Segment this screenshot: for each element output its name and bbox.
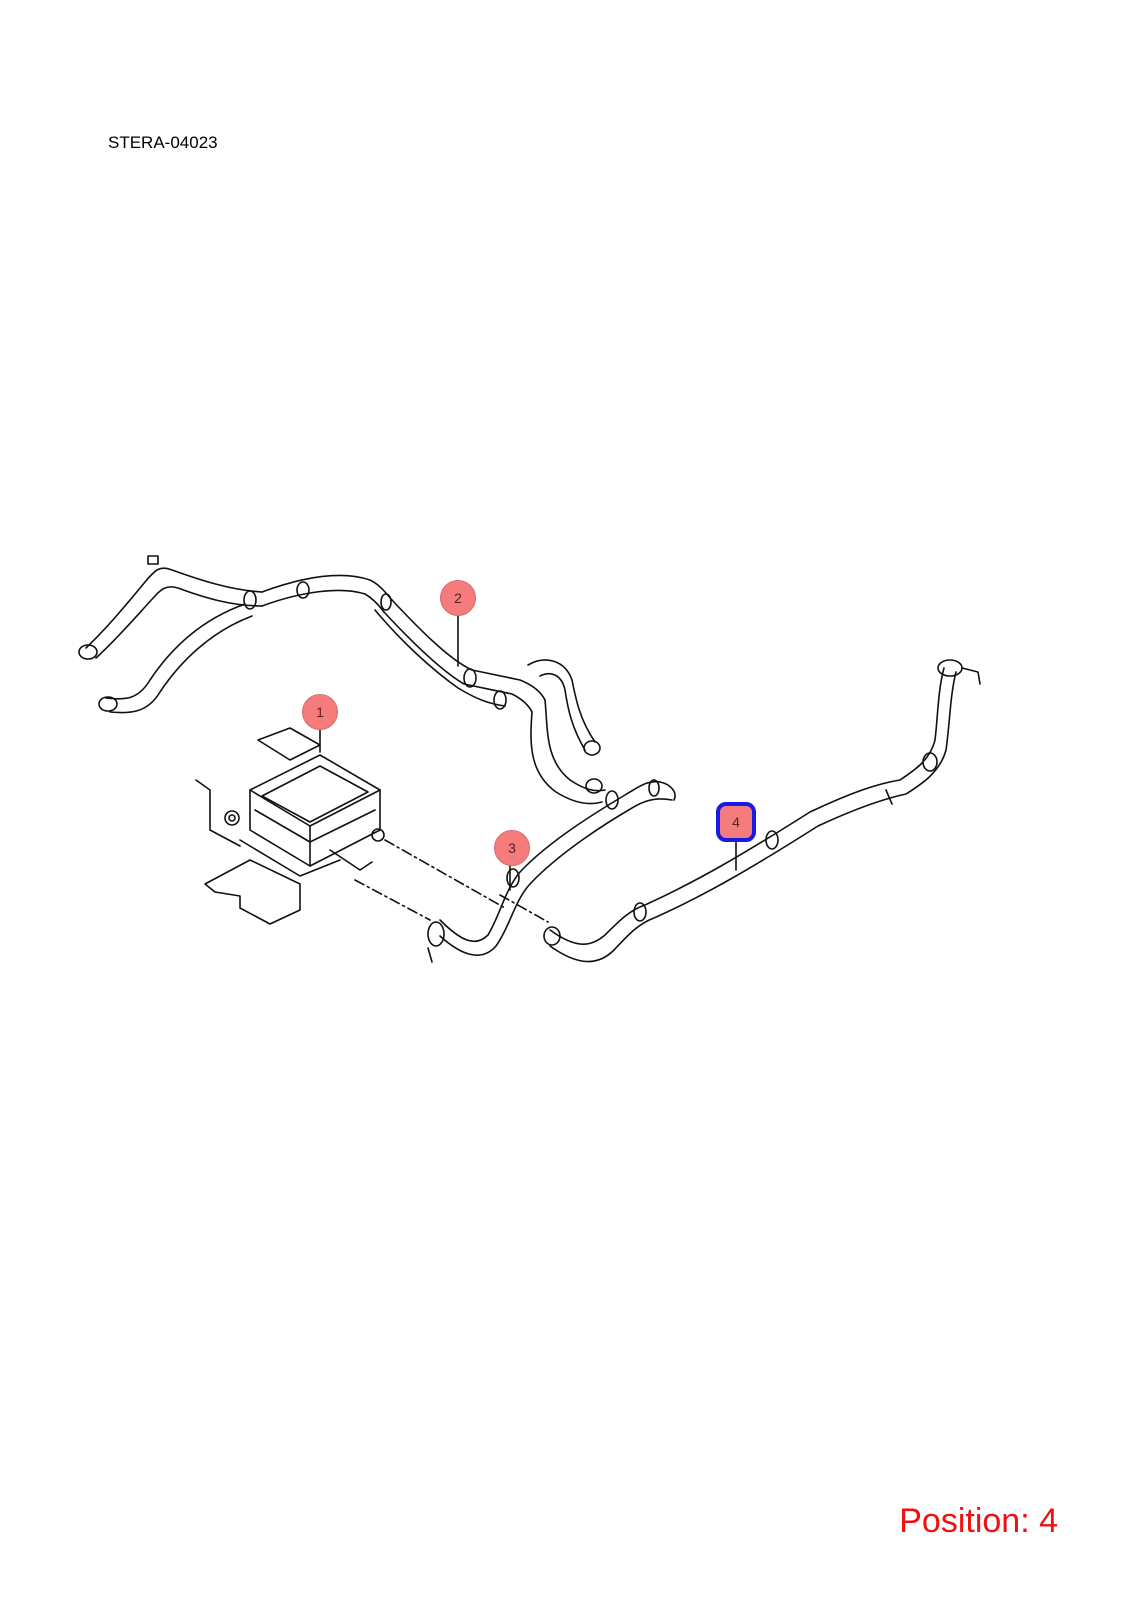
callout-2-label: 2 [454, 590, 462, 606]
callout-3-label: 3 [508, 840, 516, 856]
hose-4-drawing [543, 659, 981, 963]
position-indicator: Position: 4 [899, 1502, 1058, 1540]
callout-3[interactable]: 3 [494, 830, 530, 866]
drawing-code: STERA-04023 [108, 133, 218, 152]
hose-3-drawing [427, 779, 676, 963]
hose-2-drawing [78, 555, 606, 805]
callout-4-label: 4 [732, 814, 740, 830]
callout-1-label: 1 [316, 704, 324, 720]
callout-2[interactable]: 2 [440, 580, 476, 616]
callout-4-selected[interactable]: 4 [716, 802, 756, 842]
part-1-drawing [195, 727, 549, 925]
callout-1[interactable]: 1 [302, 694, 338, 730]
